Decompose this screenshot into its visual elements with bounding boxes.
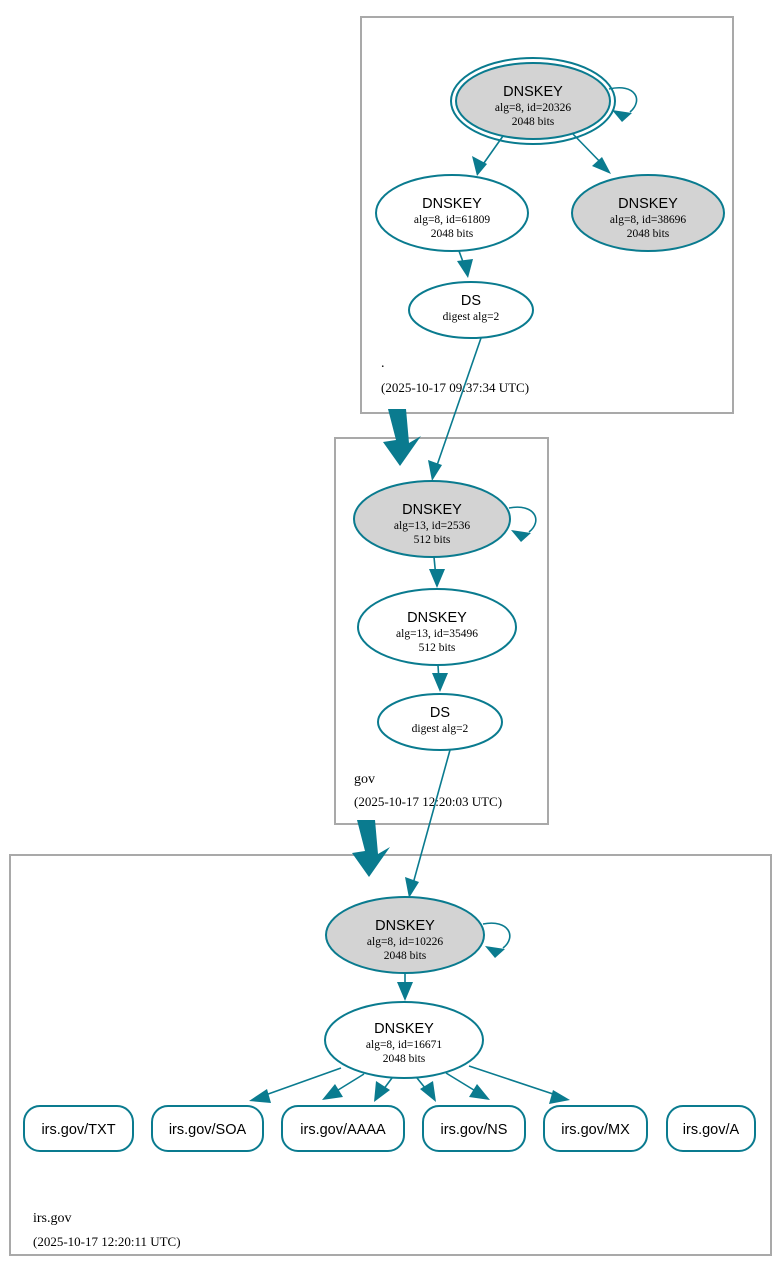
node-root-ksk-ellipse <box>455 62 611 140</box>
rrset-mx-label: irs.gov/MX <box>561 1122 630 1138</box>
node-irsgov-zsk-ellipse <box>324 1001 484 1079</box>
node-gov-ds-ellipse <box>377 693 503 751</box>
rrset-aaaa-label: irs.gov/AAAA <box>300 1122 386 1138</box>
node-gov-ksk-ellipse <box>353 480 511 558</box>
self-loop-gov-ksk <box>508 506 537 533</box>
edge-irsgov-zsk-to-rrset-mx <box>445 1072 490 1100</box>
rrset-mx[interactable]: irs.gov/MX <box>543 1105 648 1152</box>
node-gov-zsk[interactable]: DNSKEY alg=13, id=35496 512 bits <box>357 588 517 666</box>
rrset-soa[interactable]: irs.gov/SOA <box>151 1105 264 1152</box>
edge-root-ds-to-gov-ksk <box>428 337 482 481</box>
edge-irsgov-zsk-to-rrset-aaaa <box>374 1077 393 1102</box>
rrset-ns-box <box>422 1105 526 1152</box>
node-root-zsk-title: DNSKEY <box>422 196 482 212</box>
node-root-ds-title: DS <box>461 293 481 309</box>
node-gov-ksk-detail2: 512 bits <box>414 534 451 546</box>
rrset-ns-label: irs.gov/NS <box>441 1122 508 1138</box>
rrset-ns[interactable]: irs.gov/NS <box>422 1105 526 1152</box>
node-gov-ds-title: DS <box>430 705 450 721</box>
self-loop-gov-ksk-arrowhead <box>511 530 531 542</box>
rrset-a-box <box>666 1105 756 1152</box>
node-root-ksk-detail1: alg=8, id=20326 <box>495 102 571 114</box>
node-gov-ksk[interactable]: DNSKEY alg=13, id=2536 512 bits <box>353 480 537 558</box>
node-gov-zsk-ellipse <box>357 588 517 666</box>
self-loop-root-ksk-arrowhead <box>612 110 632 122</box>
node-root-ksk-title: DNSKEY <box>503 84 563 100</box>
node-gov-ds-detail1: digest alg=2 <box>412 723 469 735</box>
edge-irsgov-zsk-to-rrset-ns <box>416 1077 436 1102</box>
rrset-soa-box <box>151 1105 264 1152</box>
node-gov-zsk-detail2: 512 bits <box>419 642 456 654</box>
node-root-ds-detail1: digest alg=2 <box>443 311 500 323</box>
node-gov-ksk-title: DNSKEY <box>402 502 462 518</box>
node-irsgov-ksk-detail2: 2048 bits <box>384 950 427 962</box>
node-root-key-38696-title: DNSKEY <box>618 196 678 212</box>
node-root-zsk[interactable]: DNSKEY alg=8, id=61809 2048 bits <box>375 174 529 252</box>
node-irsgov-ksk[interactable]: DNSKEY alg=8, id=10226 2048 bits <box>325 896 511 974</box>
rrset-aaaa-box <box>281 1105 405 1152</box>
zone-label-irsgov: irs.gov <box>33 1211 72 1226</box>
node-root-zsk-detail2: 2048 bits <box>431 228 474 240</box>
zone-cluster-gov <box>334 437 549 825</box>
rrset-aaaa[interactable]: irs.gov/AAAA <box>281 1105 405 1152</box>
edge-root-ksk-to-zsk <box>472 135 504 176</box>
node-gov-ksk-detail1: alg=13, id=2536 <box>394 520 470 532</box>
node-root-ksk-outer-ring <box>450 57 616 145</box>
edge-root-zsk-to-ds <box>457 250 473 278</box>
node-gov-zsk-title: DNSKEY <box>407 610 467 626</box>
zone-cluster-irsgov <box>9 854 772 1256</box>
edge-irsgov-zsk-to-rrset-a <box>468 1065 570 1104</box>
edge-gov-ksk-to-zsk <box>429 556 445 588</box>
node-root-zsk-detail1: alg=8, id=61809 <box>414 214 490 226</box>
node-irsgov-ksk-detail1: alg=8, id=10226 <box>367 936 443 948</box>
rrset-txt-box <box>23 1105 134 1152</box>
self-loop-irsgov-ksk <box>482 922 511 949</box>
delegation-arrow-gov-to-irsgov <box>352 820 390 877</box>
rrset-a-label: irs.gov/A <box>683 1122 740 1138</box>
node-root-key-38696[interactable]: DNSKEY alg=8, id=38696 2048 bits <box>571 174 725 252</box>
node-root-ksk[interactable]: DNSKEY alg=8, id=20326 2048 bits <box>450 57 638 145</box>
node-irsgov-ksk-title: DNSKEY <box>375 918 435 934</box>
edge-root-ksk-to-key38696 <box>571 132 611 174</box>
node-root-key-38696-ellipse <box>571 174 725 252</box>
node-irsgov-zsk-title: DNSKEY <box>374 1021 434 1037</box>
node-root-ds-ellipse <box>408 281 534 339</box>
edge-irsgov-ksk-to-zsk <box>397 973 413 1001</box>
node-root-zsk-ellipse <box>375 174 529 252</box>
self-loop-irsgov-ksk-arrowhead <box>485 946 505 958</box>
zone-cluster-root <box>360 16 734 414</box>
node-irsgov-zsk-detail2: 2048 bits <box>383 1053 426 1065</box>
self-loop-root-ksk <box>608 87 638 113</box>
zone-timestamp-root: (2025-10-17 09:37:34 UTC) <box>381 380 529 395</box>
node-root-key-38696-detail1: alg=8, id=38696 <box>610 214 686 226</box>
edge-irsgov-zsk-to-rrset-soa <box>322 1073 365 1100</box>
rrset-a[interactable]: irs.gov/A <box>666 1105 756 1152</box>
rrset-mx-box <box>543 1105 648 1152</box>
rrset-soa-label: irs.gov/SOA <box>169 1122 247 1138</box>
delegation-arrow-root-to-gov <box>383 409 421 466</box>
edge-gov-ds-to-irsgov-ksk <box>405 749 451 898</box>
zone-timestamp-gov: (2025-10-17 12:20:03 UTC) <box>354 794 502 809</box>
node-irsgov-zsk[interactable]: DNSKEY alg=8, id=16671 2048 bits <box>324 1001 484 1079</box>
node-root-ds[interactable]: DS digest alg=2 <box>408 281 534 339</box>
node-root-key-38696-detail2: 2048 bits <box>627 228 670 240</box>
node-irsgov-zsk-detail1: alg=8, id=16671 <box>366 1039 442 1051</box>
node-root-ksk-detail2: 2048 bits <box>512 116 555 128</box>
zone-timestamp-irsgov: (2025-10-17 12:20:11 UTC) <box>33 1234 181 1249</box>
edge-gov-zsk-to-ds <box>432 664 448 692</box>
zone-label-gov: gov <box>354 772 375 787</box>
node-gov-zsk-detail1: alg=13, id=35496 <box>396 628 478 640</box>
zone-label-root: . <box>381 356 385 371</box>
edge-irsgov-zsk-to-rrset-txt <box>249 1067 342 1103</box>
node-gov-ds[interactable]: DS digest alg=2 <box>377 693 503 751</box>
rrset-txt-label: irs.gov/TXT <box>41 1122 115 1138</box>
rrset-txt[interactable]: irs.gov/TXT <box>23 1105 134 1152</box>
